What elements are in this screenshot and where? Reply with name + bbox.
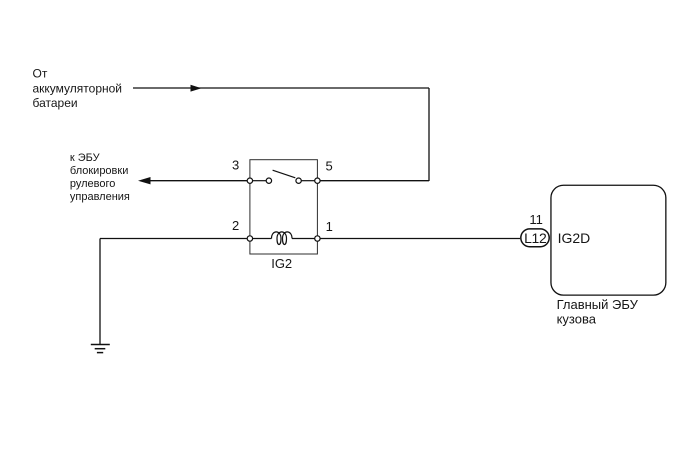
svg-text:IG2: IG2	[271, 256, 292, 271]
svg-text:аккумуляторной: аккумуляторной	[33, 81, 123, 95]
svg-text:5: 5	[326, 158, 333, 173]
svg-text:11: 11	[529, 212, 543, 227]
svg-text:рулевого: рулевого	[70, 178, 116, 190]
svg-text:батареи: батареи	[33, 96, 78, 110]
svg-text:IG2D: IG2D	[558, 230, 591, 246]
svg-text:к ЭБУ: к ЭБУ	[70, 152, 101, 164]
svg-text:управления: управления	[70, 191, 130, 203]
svg-text:От: От	[33, 67, 48, 81]
svg-text:1: 1	[326, 219, 333, 234]
svg-text:блокировки: блокировки	[70, 165, 128, 177]
svg-text:Главный ЭБУ: Главный ЭБУ	[557, 297, 639, 312]
svg-text:L12: L12	[524, 230, 547, 246]
svg-text:кузова: кузова	[557, 312, 597, 327]
svg-text:3: 3	[232, 157, 239, 172]
svg-text:2: 2	[232, 218, 239, 233]
